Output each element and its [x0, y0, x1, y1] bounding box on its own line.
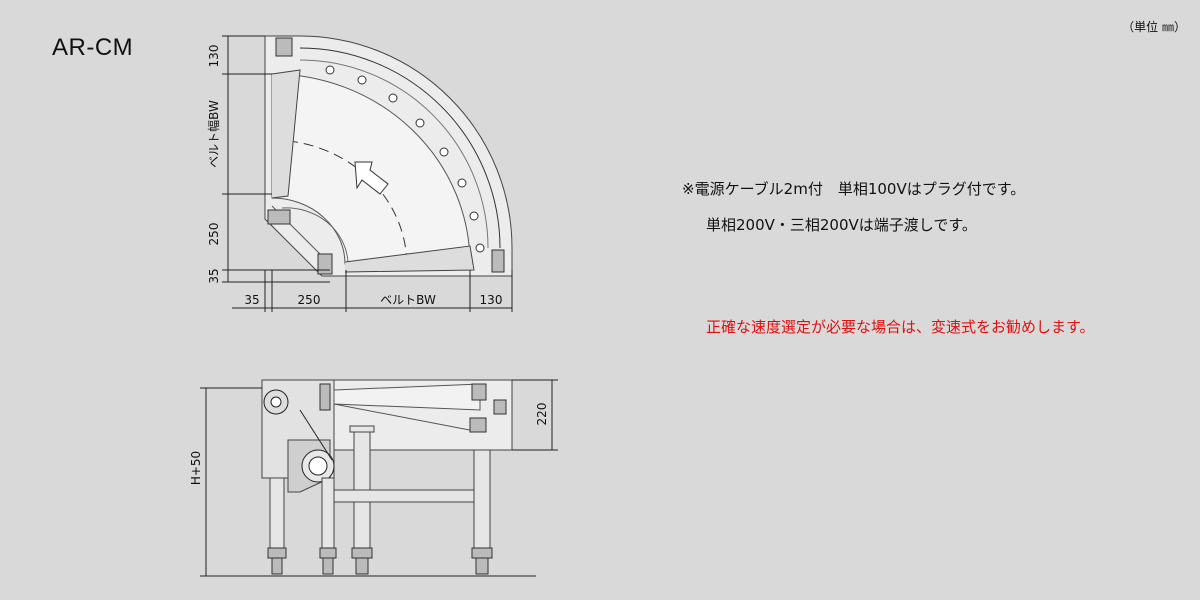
dim-bottom-250: 250	[298, 293, 321, 307]
note-power-cable: ※電源ケーブル2m付 単相100Vはプラグ付です。	[682, 180, 1026, 198]
dim-left-250: 250	[207, 223, 221, 246]
plan-view	[222, 35, 513, 312]
side-view	[200, 379, 558, 577]
warning-text: 正確な速度選定が必要な場合は、変速式をお勧めします。	[706, 318, 1095, 336]
dim-belt-width-vertical: ベルト幅BW	[206, 100, 221, 168]
model-title: AR-CM	[52, 34, 134, 61]
note-terminal: 単相200V・三相200Vは端子渡しです。	[706, 216, 977, 234]
dim-top-130: 130	[207, 45, 221, 68]
dim-bottom-35: 35	[244, 293, 259, 307]
unit-label: （単位 ㎜）	[1122, 20, 1186, 34]
dim-bottom-bw: ベルトBW	[380, 293, 436, 307]
dim-left-35: 35	[207, 268, 221, 283]
dim-height-h50: H+50	[189, 451, 203, 485]
dim-bottom-130: 130	[480, 293, 503, 307]
dim-height-220: 220	[535, 403, 549, 426]
